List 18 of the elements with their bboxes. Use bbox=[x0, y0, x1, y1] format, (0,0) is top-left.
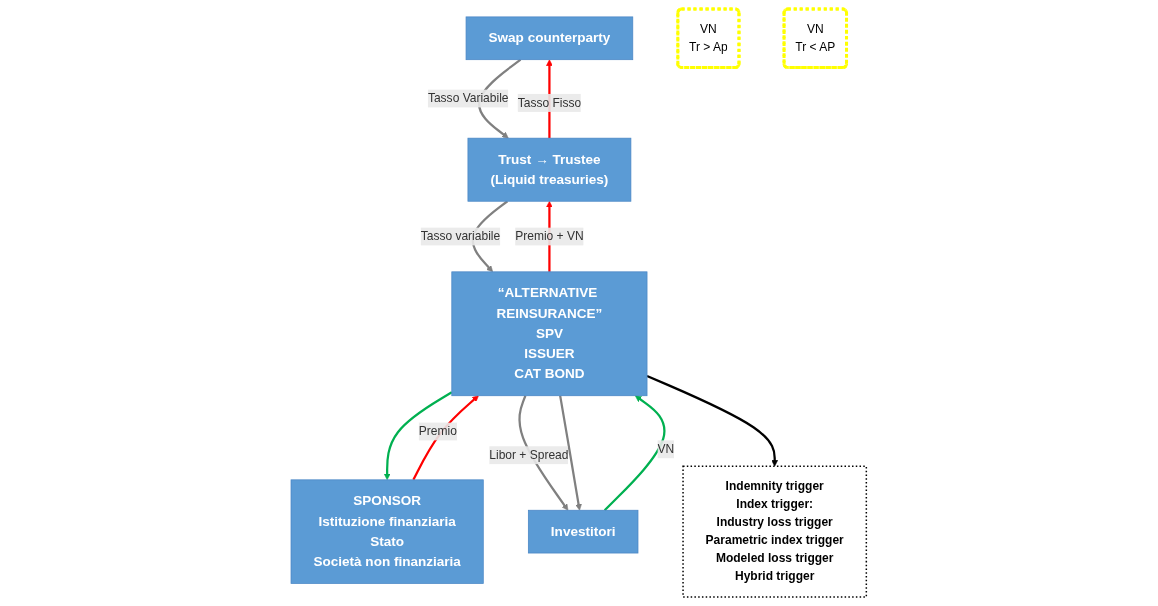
arrow bbox=[559, 395, 583, 511]
node-box: Investitori bbox=[528, 509, 639, 554]
node-box: “ALTERNATIVE REINSURANCE” SPV ISSUER CAT BOND bbox=[451, 271, 648, 397]
edge-label: Tasso variabile bbox=[421, 229, 501, 243]
arrow bbox=[646, 374, 779, 467]
edge-label: Premio + VN bbox=[515, 229, 584, 243]
node-box: SPONSOR Istituzione finanziaria Stato Società non finanziaria bbox=[290, 479, 484, 584]
arrow bbox=[412, 395, 480, 481]
edge-label: VN bbox=[657, 442, 675, 456]
edge-label: Libor + Spread bbox=[489, 448, 569, 462]
node-box: Indemnity trigger Index trigger: Industry loss trigger Parametric index trigger Modeled loss trigger Hybrid trigger bbox=[682, 465, 868, 598]
edge-label: Tasso Fisso bbox=[518, 96, 582, 109]
edge-label: Tasso Variabile bbox=[428, 91, 509, 105]
node-box: Swap counterparty bbox=[466, 16, 634, 61]
arrow bbox=[604, 395, 666, 512]
arrow bbox=[384, 391, 453, 481]
node-box: Trust → Trustee (Liquid treasuries) bbox=[467, 137, 632, 202]
edge-label: Premio bbox=[419, 424, 458, 438]
